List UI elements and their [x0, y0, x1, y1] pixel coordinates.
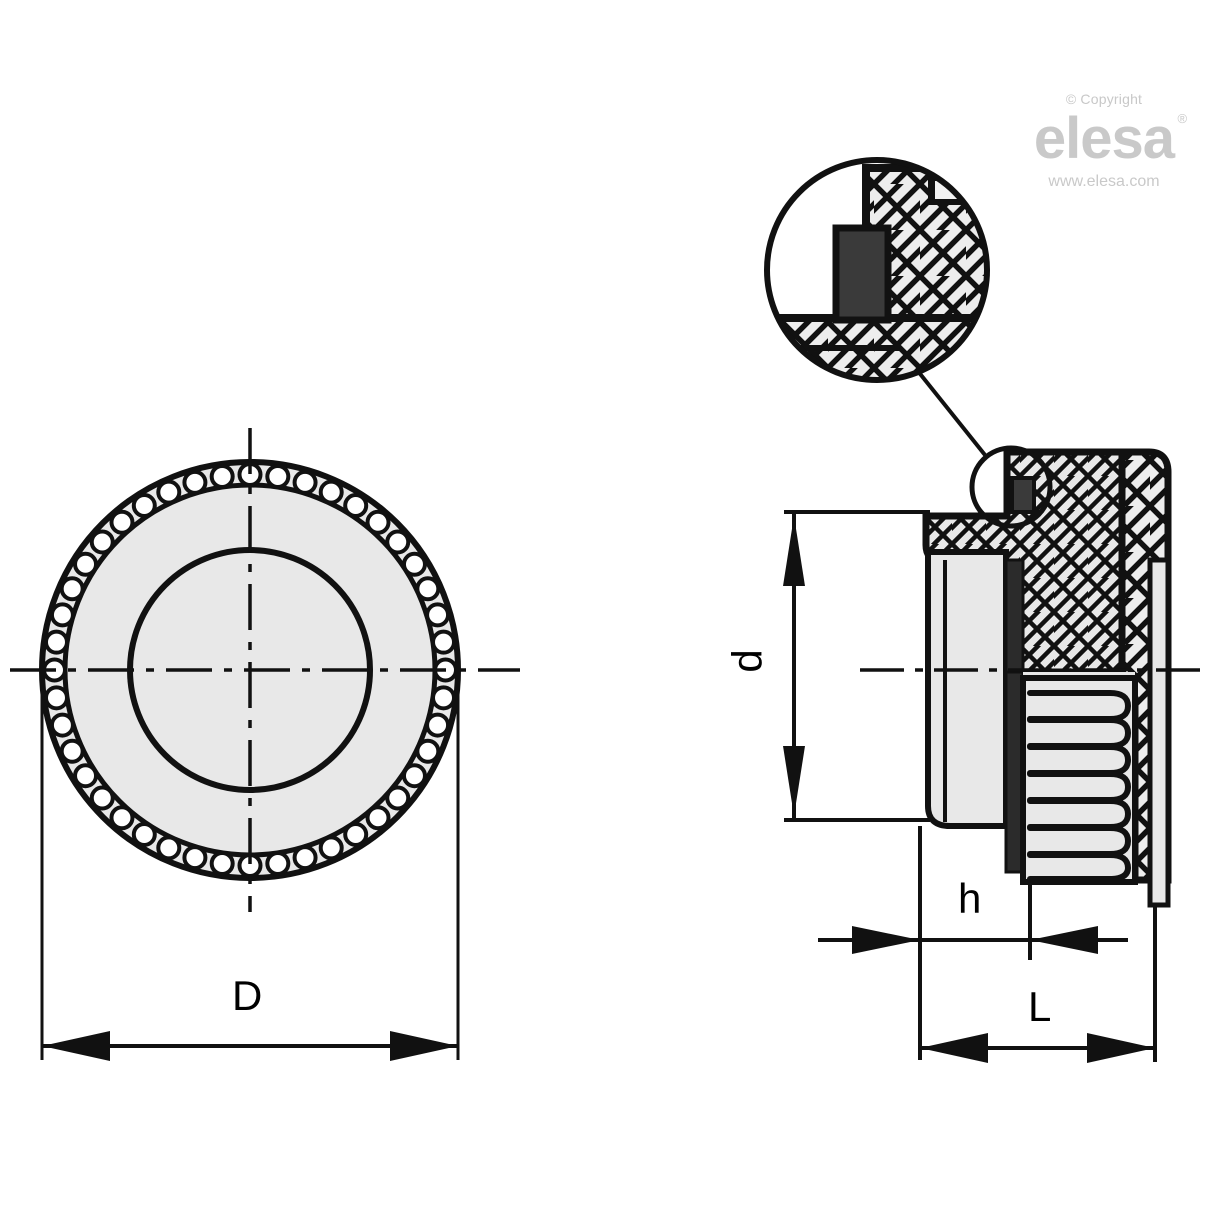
- knurl-tooth: [431, 685, 457, 711]
- dimension-h-arrow-left: [852, 926, 920, 954]
- dimension-L-arrow-right: [1087, 1033, 1155, 1063]
- knurl-tooth: [425, 712, 451, 738]
- knurl-tooth: [49, 602, 75, 628]
- dimension-L-label: L: [1028, 983, 1052, 1030]
- knurl-tooth: [343, 493, 369, 519]
- knurl-tooth: [73, 763, 99, 789]
- detail-magnification-bubble: [764, 157, 990, 383]
- dimension-D-label: D: [232, 972, 263, 1019]
- section-fin-outline: [1020, 675, 1138, 885]
- knurl-tooth: [365, 509, 391, 535]
- knurl-tooth: [89, 785, 115, 811]
- dimension-d: [783, 510, 930, 822]
- knurl-tooth: [292, 845, 318, 871]
- website-url: www.elesa.com: [1048, 173, 1160, 190]
- knurl-tooth: [265, 463, 291, 489]
- elesa-logo: elesa ®: [1034, 110, 1187, 168]
- knurl-tooth: [385, 785, 411, 811]
- section-center-rib-upper: [1004, 558, 1025, 674]
- knurl-tooth: [49, 712, 75, 738]
- knurl-tooth: [415, 576, 441, 602]
- knurl-tooth: [109, 509, 135, 535]
- knurl-tooth: [156, 835, 182, 861]
- knurl-tooth: [59, 738, 85, 764]
- knurl-tooth: [131, 821, 157, 847]
- brand-block: © Copyright elesa ® www.elesa.com: [1016, 92, 1192, 190]
- seal-insert: [1010, 476, 1036, 514]
- knurl-tooth: [318, 835, 344, 861]
- knurl-tooth: [292, 469, 318, 495]
- dimension-h-label: h: [958, 875, 982, 922]
- knurl-tooth: [318, 479, 344, 505]
- knurl-tooth: [401, 763, 427, 789]
- front-view: [10, 428, 520, 912]
- knurl-tooth: [209, 463, 235, 489]
- knurl-tooth: [415, 738, 441, 764]
- detail-lower-hatched-block: [767, 314, 987, 380]
- knurl-tooth: [59, 576, 85, 602]
- dimension-h-arrow-right: [1030, 926, 1098, 954]
- knurl-tooth: [109, 805, 135, 831]
- knurl-tooth: [431, 629, 457, 655]
- knurl-tooth: [156, 479, 182, 505]
- knurl-tooth: [265, 851, 291, 877]
- dimension-d-arrow-bottom: [783, 746, 805, 816]
- knurl-tooth: [182, 469, 208, 495]
- knurl-tooth: [401, 551, 427, 577]
- detail-source-circle: [969, 445, 1053, 529]
- knurl-tooth: [343, 821, 369, 847]
- dimension-d-arrow-top: [783, 516, 805, 586]
- knurl-tooth: [425, 602, 451, 628]
- detail-seal-insert: [832, 224, 892, 324]
- dimension-D: [40, 660, 460, 1061]
- knurl-tooth: [131, 493, 157, 519]
- knurl-tooth: [43, 685, 69, 711]
- section-inner-boss: [925, 549, 1009, 829]
- section-fins: [1027, 690, 1132, 882]
- section-right-outer-wall: [1147, 557, 1171, 908]
- knurl-tooth: [385, 529, 411, 555]
- knurl-tooth: [182, 845, 208, 871]
- dimension-h: [818, 826, 1128, 1060]
- knurl-tooth: [209, 851, 235, 877]
- registered-trademark-icon: ®: [1177, 111, 1187, 126]
- copyright-text: © Copyright: [1065, 91, 1143, 107]
- dimension-L: [920, 905, 1157, 1063]
- dimension-D-arrow-left: [42, 1031, 110, 1061]
- knurl-tooth: [89, 529, 115, 555]
- section-view: [860, 448, 1205, 908]
- knurl-tooth: [43, 629, 69, 655]
- dimension-D-arrow-right: [390, 1031, 458, 1061]
- knurl-tooth: [365, 805, 391, 831]
- dimension-d-label: d: [723, 649, 771, 673]
- knurl-tooth: [73, 551, 99, 577]
- dimension-L-arrow-left: [920, 1033, 988, 1063]
- elesa-logo-text: elesa: [1033, 106, 1175, 171]
- detail-bubble-outline: [764, 157, 990, 383]
